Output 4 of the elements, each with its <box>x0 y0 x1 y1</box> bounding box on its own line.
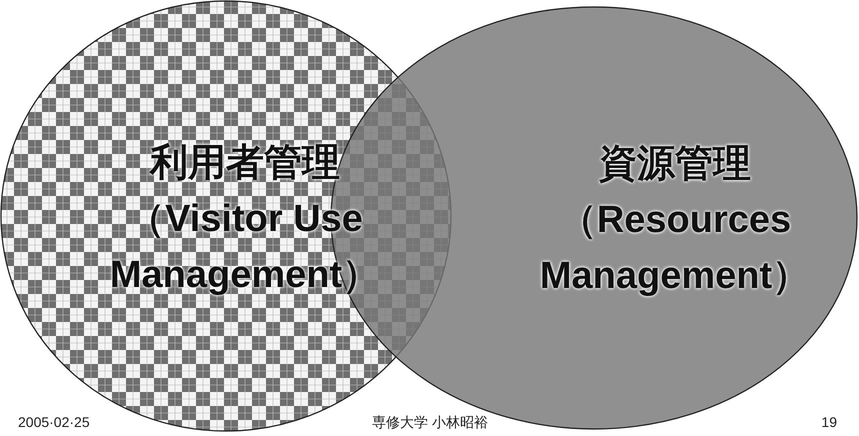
page-number: 19 <box>821 414 837 430</box>
author-text: 専修大学 小林昭裕 <box>371 414 489 432</box>
date-text: 2005·02·25 <box>18 414 90 430</box>
circle-label: 資源管理（Resources Management） <box>538 142 812 299</box>
